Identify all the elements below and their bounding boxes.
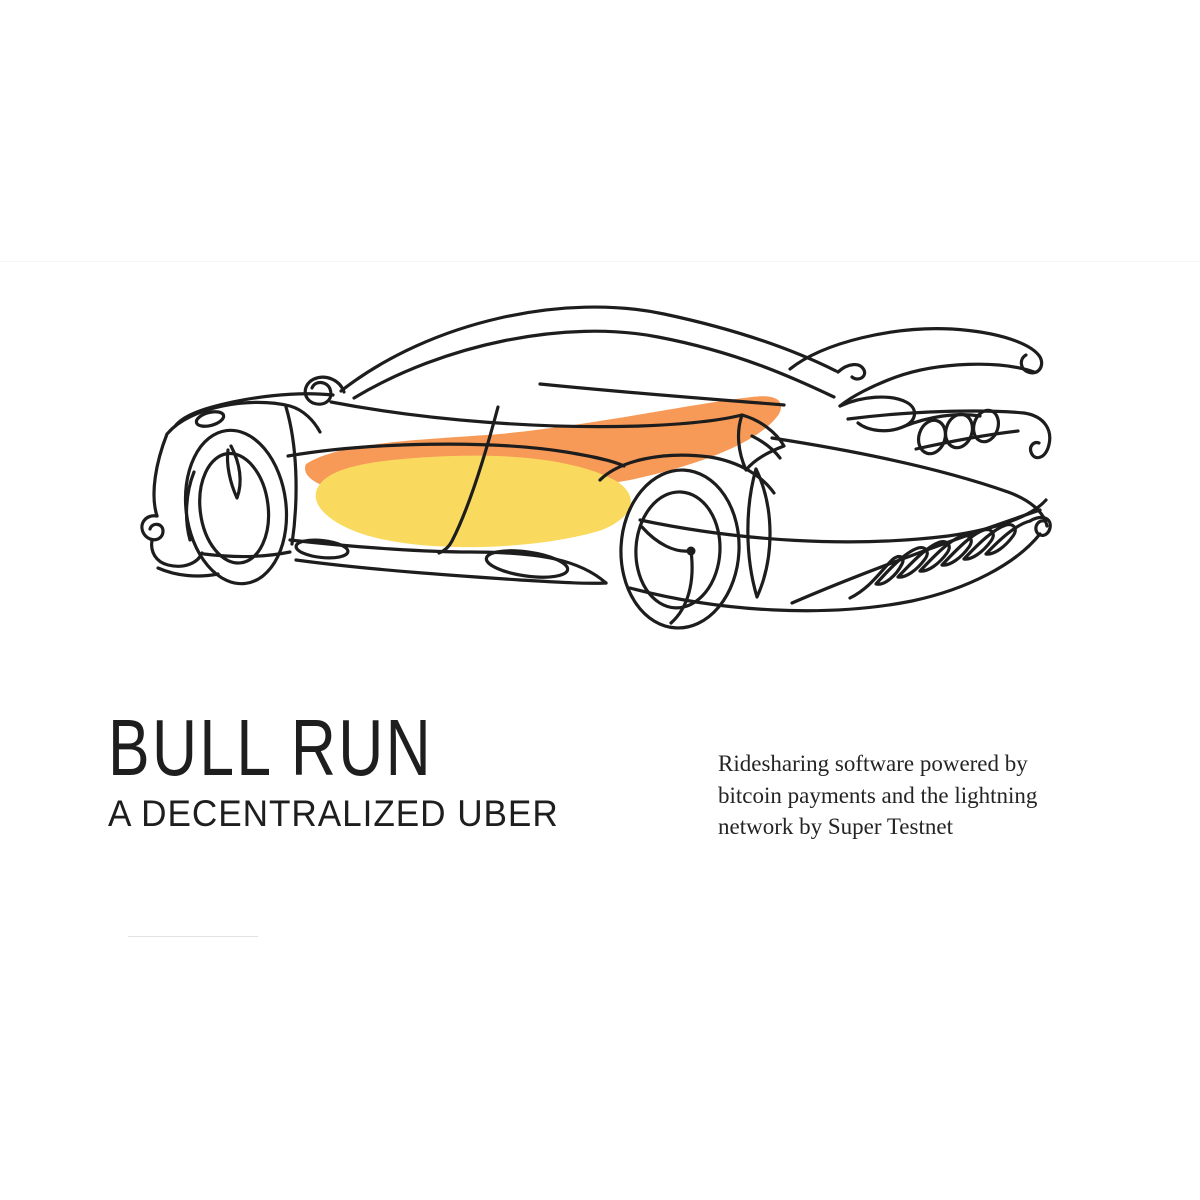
exhaust-loop-2 (943, 412, 975, 450)
deck-hook-line (846, 409, 1052, 460)
diffuser-squiggle (848, 519, 1032, 600)
front-wheel-spoke (225, 444, 242, 500)
intake-blade (736, 413, 786, 472)
car-line-art (140, 305, 1052, 630)
yellow-blob (315, 455, 631, 548)
exhaust-base-line (914, 429, 1020, 451)
sill-bottom-line (294, 558, 608, 585)
buttress-link-line (903, 413, 982, 428)
front-bumper-line (152, 432, 169, 518)
wing-underside-line (838, 362, 1036, 408)
front-arch-rear-edge (284, 405, 298, 546)
rear-wheel-spoke (640, 525, 690, 553)
mirror-line (303, 375, 346, 406)
poster-title: BULL RUN (108, 703, 434, 792)
top-divider (0, 261, 1200, 262)
poster-subtitle: A DECENTRALIZED UBER (108, 793, 559, 834)
diffuser-base-line (790, 508, 1042, 605)
splitter-bottom-line (156, 566, 220, 578)
skirt-vent-front (294, 538, 350, 560)
description-line-2: bitcoin payments and the lightning (718, 782, 1038, 808)
rear-wheel (619, 468, 741, 630)
car-color-blobs (305, 396, 782, 548)
door-shutline (437, 405, 500, 555)
haunch-upper-line (770, 436, 1049, 528)
intake-accent (750, 434, 782, 460)
front-fender-arc (166, 400, 322, 435)
splitter-line (150, 538, 204, 568)
roof-end-curl (836, 363, 867, 381)
rear-spoke-tail (669, 549, 694, 625)
sill-top-line (288, 538, 608, 585)
skirt-vent-rear (484, 549, 570, 579)
haunch-mid-line (638, 498, 1048, 544)
sill-arc-line (286, 442, 626, 468)
poster-description: Ridesharing software powered by bitcoin … (718, 748, 1078, 843)
front-rim-arc (184, 470, 196, 542)
exhaust-loop-1 (916, 418, 948, 456)
bumper-squiggle (140, 514, 165, 542)
hood-line (174, 392, 335, 427)
lower-nose-line (202, 550, 292, 559)
front-wheel (183, 428, 289, 586)
arch-blade (746, 467, 772, 599)
engine-deck-line (538, 382, 786, 407)
belt-line (329, 400, 744, 429)
rear-bottom-sweep (628, 532, 1042, 613)
roof-outer-line (339, 305, 838, 393)
diffuser-end-hook (1028, 515, 1052, 537)
roof-inner-line (352, 329, 836, 400)
headlight (194, 410, 226, 428)
description-line-3: network by Super Testnet (718, 814, 953, 839)
bottom-divider (128, 936, 258, 937)
description-line-1: Ridesharing software powered by (718, 751, 1028, 776)
